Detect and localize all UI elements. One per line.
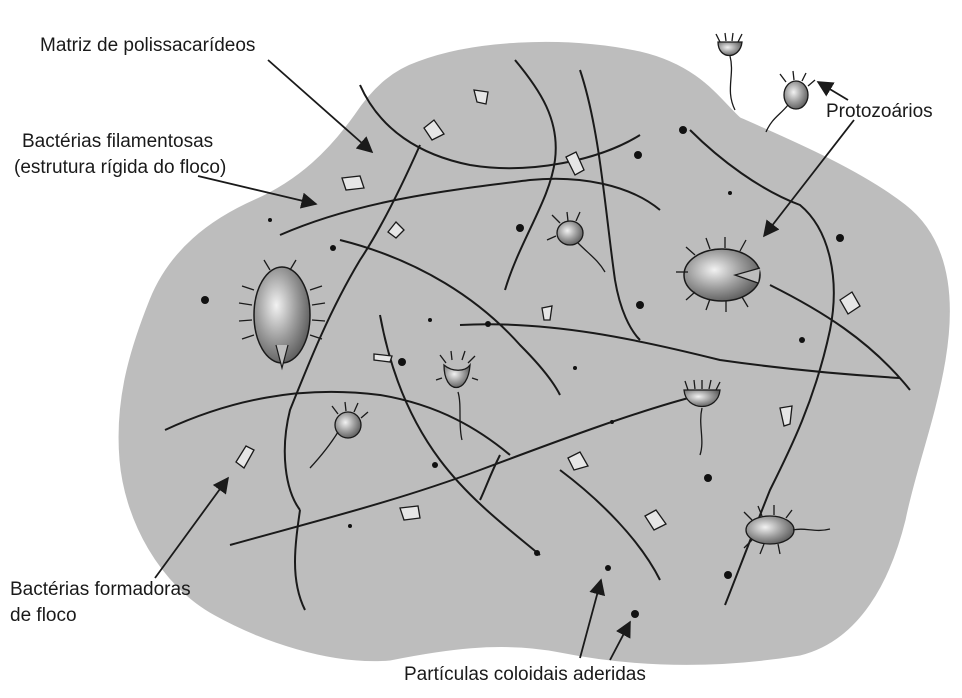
label-matrix: Matriz de polissacarídeos: [40, 34, 255, 58]
label-filamentous-line1: Bactérias filamentosas: [22, 130, 213, 154]
label-floc-forming-line1: Bactérias formadoras: [10, 578, 191, 602]
label-floc-forming-line2: de floco: [10, 604, 77, 628]
arrow-protozoa-top: [818, 82, 848, 100]
arrow-matrix: [268, 60, 372, 152]
label-filamentous-line2: (estrutura rígida do floco): [14, 156, 226, 180]
label-colloidal: Partículas coloidais aderidas: [404, 663, 646, 687]
protozoan-stalked: [766, 71, 815, 132]
label-protozoa: Protozoários: [826, 100, 933, 124]
